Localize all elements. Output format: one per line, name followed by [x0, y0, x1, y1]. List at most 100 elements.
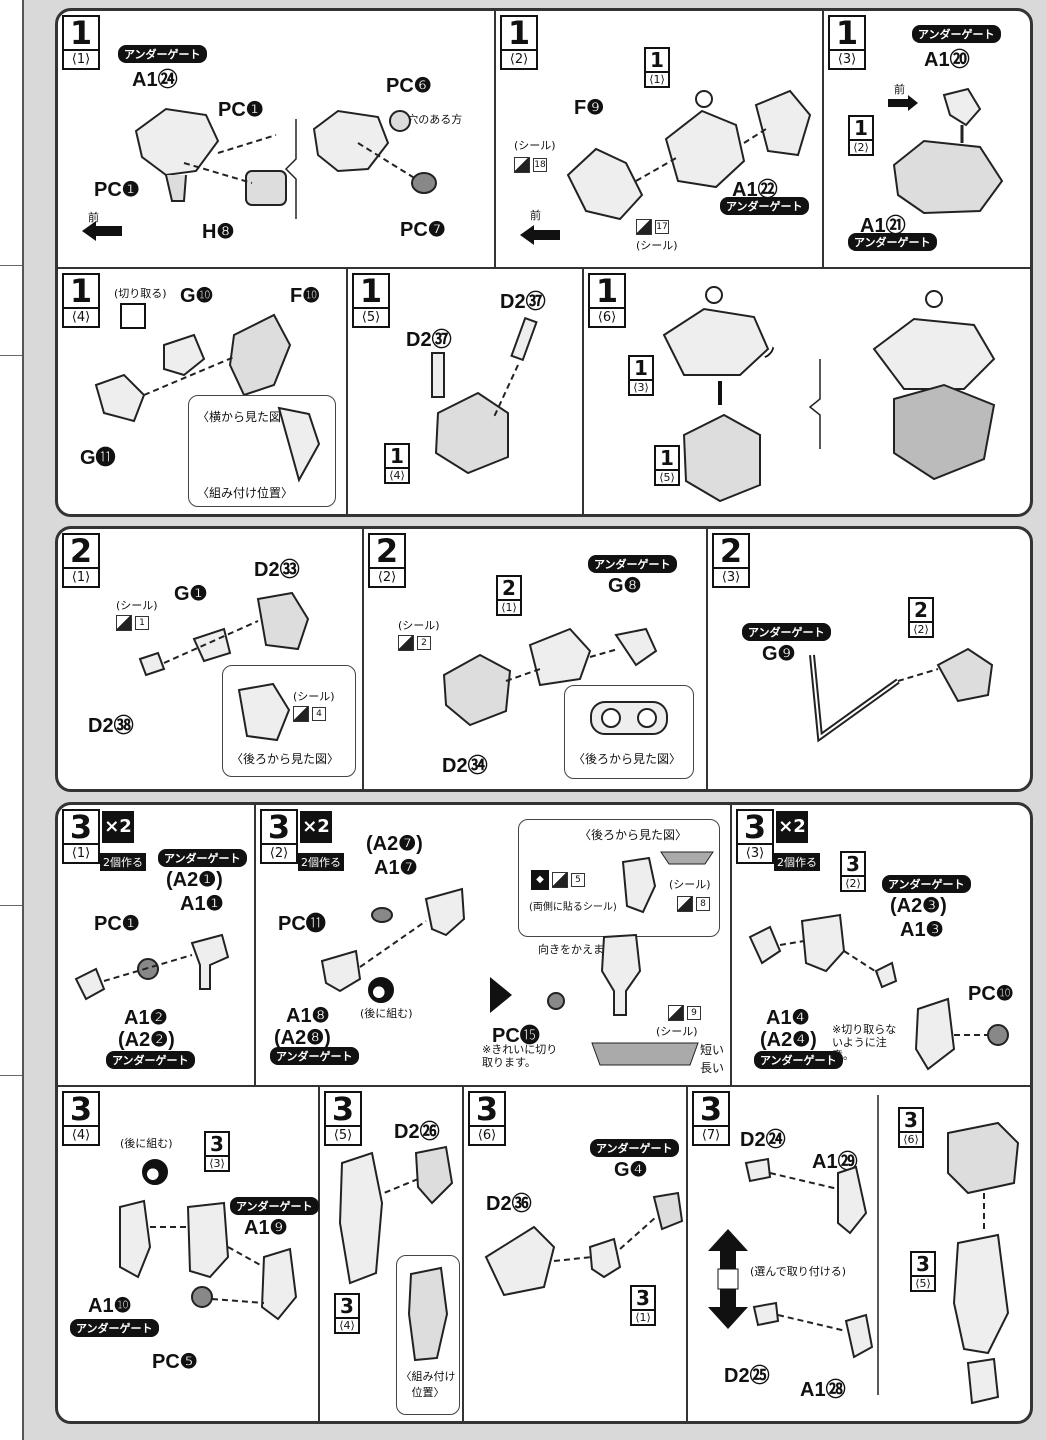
torso-leg-join-illustration	[662, 286, 770, 503]
part-label: PC❶	[94, 179, 140, 201]
part-label: G❹	[614, 1159, 648, 1181]
part-label: G❾	[762, 643, 796, 665]
shoulder-armor-illustration	[484, 1191, 684, 1297]
under-gate-tag: アンダーゲート	[882, 875, 971, 893]
part-label: (A2❸)	[890, 895, 947, 917]
back-view-bubble: 〈後ろから見た図〉	[564, 685, 694, 779]
reference-box: 1⟨1⟩	[644, 47, 670, 88]
sticker-icon: 17	[636, 219, 669, 235]
front-arrow-icon	[888, 95, 918, 111]
sticker-shape-illustration	[591, 1042, 699, 1066]
blade-part-illustration	[277, 406, 321, 483]
under-gate-tag: アンダーゲート	[754, 1051, 843, 1069]
step-3-4-panel: 3⟨4⟩ (後に組む) 3⟨3⟩ アンダーゲート A1❾ A1❿ アンダーゲート…	[58, 1087, 320, 1421]
under-gate-tag: アンダーゲート	[720, 197, 809, 215]
reference-box: 3⟨6⟩	[898, 1107, 924, 1148]
page-edge-strip	[0, 0, 24, 1440]
short-label: 短い	[700, 1043, 725, 1057]
under-gate-tag: アンダーゲート	[590, 1139, 679, 1157]
step-badge: 1⟨4⟩	[62, 273, 100, 328]
under-gate-tag: アンダーゲート	[70, 1319, 159, 1337]
quantity-badge: ×2	[776, 811, 808, 843]
under-gate-tag: アンダーゲート	[230, 1197, 319, 1215]
part-label: D2㉞	[442, 755, 488, 777]
part-label: A1㉔	[132, 69, 178, 91]
cut-note: (切り取る)	[114, 287, 167, 300]
arm-assembly-illustration	[442, 627, 658, 727]
part-label: (A2❼)	[366, 833, 423, 855]
reference-box: 3⟨4⟩	[334, 1293, 360, 1334]
side-view-caption: 〈横から見た図〉	[197, 410, 294, 424]
part-label: D2㊲	[406, 329, 452, 351]
step-3-1-panel: 3⟨1⟩ ×2 2個作る アンダーゲート (A2❶) A1❶ PC❶ A1❷ (…	[58, 805, 256, 1087]
back-view-bubble: 〈後ろから見た図〉 ◆5 (両側に貼るシール) (シール) 8	[518, 819, 720, 937]
part-label: A1⑳	[924, 49, 970, 71]
part-label: (A2❷)	[118, 1029, 175, 1051]
step-badge: 1⟨5⟩	[352, 273, 390, 328]
arm-assembly-illustration	[119, 1199, 298, 1321]
step-badge: 1⟨1⟩	[62, 15, 100, 70]
part-label: PC❼	[400, 219, 446, 241]
part-label: F❾	[574, 97, 605, 119]
step-3-7-panel: 3⟨7⟩ D2㉔ A1㉙ D2㉕ A1㉘ (選んで取り付ける) 3⟨6⟩ 3⟨5…	[688, 1087, 1030, 1421]
divider-zigzag	[284, 119, 297, 219]
back-view-caption: 〈後ろから見た図〉	[573, 752, 682, 766]
step-badge: 1⟨3⟩	[828, 15, 866, 70]
step-3-3-panel: 3⟨3⟩ ×2 2個作る 3⟨2⟩ アンダーゲート (A2❸) A1❸ A1❹ …	[732, 805, 1030, 1087]
leg-armor-illustration	[94, 313, 292, 423]
reference-box: 1⟨4⟩	[384, 443, 410, 484]
step-badge: 3⟨4⟩	[62, 1091, 100, 1146]
make-two-label: 2個作る	[100, 853, 146, 871]
reference-box: 2⟨2⟩	[908, 597, 934, 638]
under-gate-tag: アンダーゲート	[158, 849, 247, 867]
position-bubble: 〈組み付け位置〉	[396, 1255, 460, 1415]
sticker-icon: 2	[398, 635, 431, 651]
assemble-later-icon	[142, 1159, 168, 1185]
torso-assembly-illustration	[892, 87, 1004, 215]
front-arrow-icon	[82, 221, 122, 241]
no-cut-note: ※切り取らないように注意。	[832, 1023, 897, 1062]
step-badge: 2⟨3⟩	[712, 533, 750, 588]
part-label: H❽	[202, 221, 235, 243]
part-label: A1❾	[244, 1217, 288, 1239]
sticker-label: (シール)	[116, 599, 158, 612]
sticker-icon: 1	[116, 615, 149, 631]
quantity-badge: ×2	[102, 811, 134, 843]
part-label: PC⓯	[492, 1025, 540, 1047]
part-label: PC❺	[152, 1351, 198, 1373]
divider-zigzag	[808, 359, 821, 449]
under-gate-tag: アンダーゲート	[848, 233, 937, 251]
arm-armor-illustration	[338, 1145, 454, 1285]
step-badge: 3⟨2⟩	[260, 809, 298, 864]
reference-box: 3⟨1⟩	[630, 1285, 656, 1326]
part-label: D2㉖	[394, 1121, 440, 1143]
reference-box: 3⟨2⟩	[840, 851, 866, 892]
part-label: A1㉙	[812, 1151, 858, 1173]
step-badge: 2⟨2⟩	[368, 533, 406, 588]
part-label: G❽	[608, 575, 642, 597]
reference-box: 1⟨2⟩	[848, 115, 874, 156]
step-1-3-panel: 1⟨3⟩ アンダーゲート A1⑳ 前 1⟨2⟩ A1㉑ アンダーゲート	[824, 11, 1030, 269]
part-label: D2㉔	[740, 1129, 786, 1151]
side-view-bubble: 〈横から見た図〉 〈組み付け位置〉	[188, 395, 336, 507]
shoulder-part-illustration	[74, 933, 230, 1001]
step-1-4-panel: 1⟨4⟩ (切り取る) G❿ F❿ G⓫ 〈横から見た図〉 〈組み付け位置〉	[58, 269, 348, 514]
sticker-icon: 9	[668, 1005, 701, 1021]
part-label: A1❽	[286, 1005, 330, 1027]
assemble-later-icon	[368, 977, 394, 1003]
part-label: A1㉑	[860, 215, 906, 237]
reference-box: 2⟨1⟩	[496, 575, 522, 616]
reference-box: 3⟨5⟩	[910, 1251, 936, 1292]
step-badge: 3⟨7⟩	[692, 1091, 730, 1146]
arm-part-illustration	[748, 913, 898, 989]
step-3-section: 3⟨1⟩ ×2 2個作る アンダーゲート (A2❶) A1❶ PC❶ A1❷ (…	[55, 802, 1033, 1424]
part-label: A1❶	[180, 893, 224, 915]
choose-arrow-icon	[708, 1229, 748, 1329]
choose-note: (選んで取り付ける)	[750, 1265, 847, 1278]
step-2-section: 2⟨1⟩ (シール) 1 G❶ D2㉝ D2㊳ (シール) 4 〈後ろから見た図…	[55, 526, 1033, 792]
arm-part-illustration	[138, 591, 310, 677]
step-1-1-panel: 1⟨1⟩ アンダーゲート A1㉔ PC❶ PC❶ H❽ 前 PC❻ ※穴のある方…	[58, 11, 496, 269]
torso-part-illustration	[312, 109, 437, 194]
position-caption: 〈組み付け位置〉	[400, 1370, 456, 1399]
part-label: D2㉝	[254, 559, 300, 581]
